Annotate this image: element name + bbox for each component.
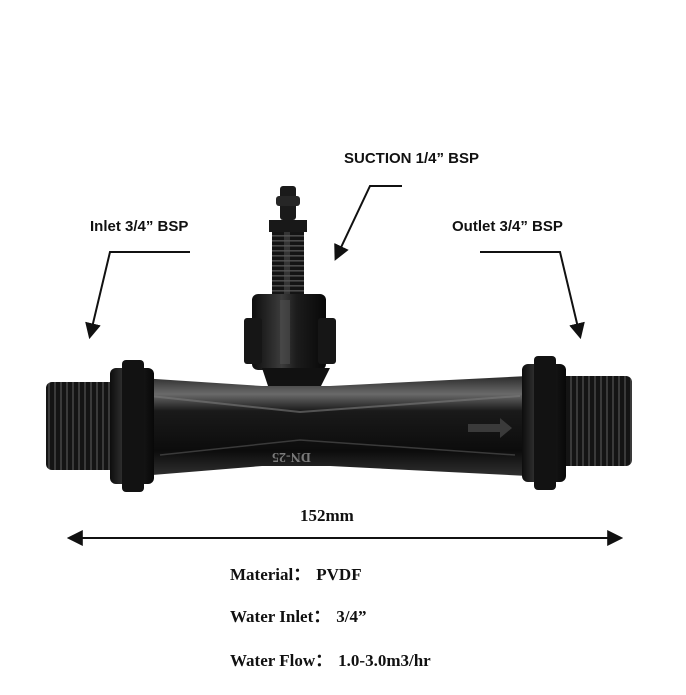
spec-value: 1.0-3.0m3/hr [338, 651, 431, 670]
body-model-marking: DN-25 [272, 449, 311, 464]
outlet-label: Outlet 3/4” BSP [452, 218, 563, 235]
suction-nut [244, 294, 336, 370]
spec-label: Water Flow： [230, 651, 333, 670]
spec-label: Water Inlet： [230, 607, 331, 626]
flow-direction-mark [468, 418, 512, 438]
venturi-body [140, 376, 528, 476]
spec-value: 3/4” [336, 607, 367, 626]
spec-label: Material： [230, 565, 311, 584]
spec-water-flow: Water Flow： 1.0-3.0m3/hr [230, 646, 431, 671]
inlet-label: Inlet 3/4” BSP [90, 218, 189, 235]
inlet-fitting [46, 360, 154, 492]
length-dimension-label: 152mm [300, 506, 354, 525]
spec-value: PVDF [316, 565, 362, 584]
spec-material: Material： PVDF [230, 560, 362, 585]
suction-label: SUCTION 1/4” BSP [344, 150, 480, 167]
suction-port [269, 186, 307, 294]
outlet-fitting [522, 356, 632, 490]
spec-water-inlet: Water Inlet： 3/4” [230, 602, 367, 627]
callout-lines [85, 185, 585, 340]
